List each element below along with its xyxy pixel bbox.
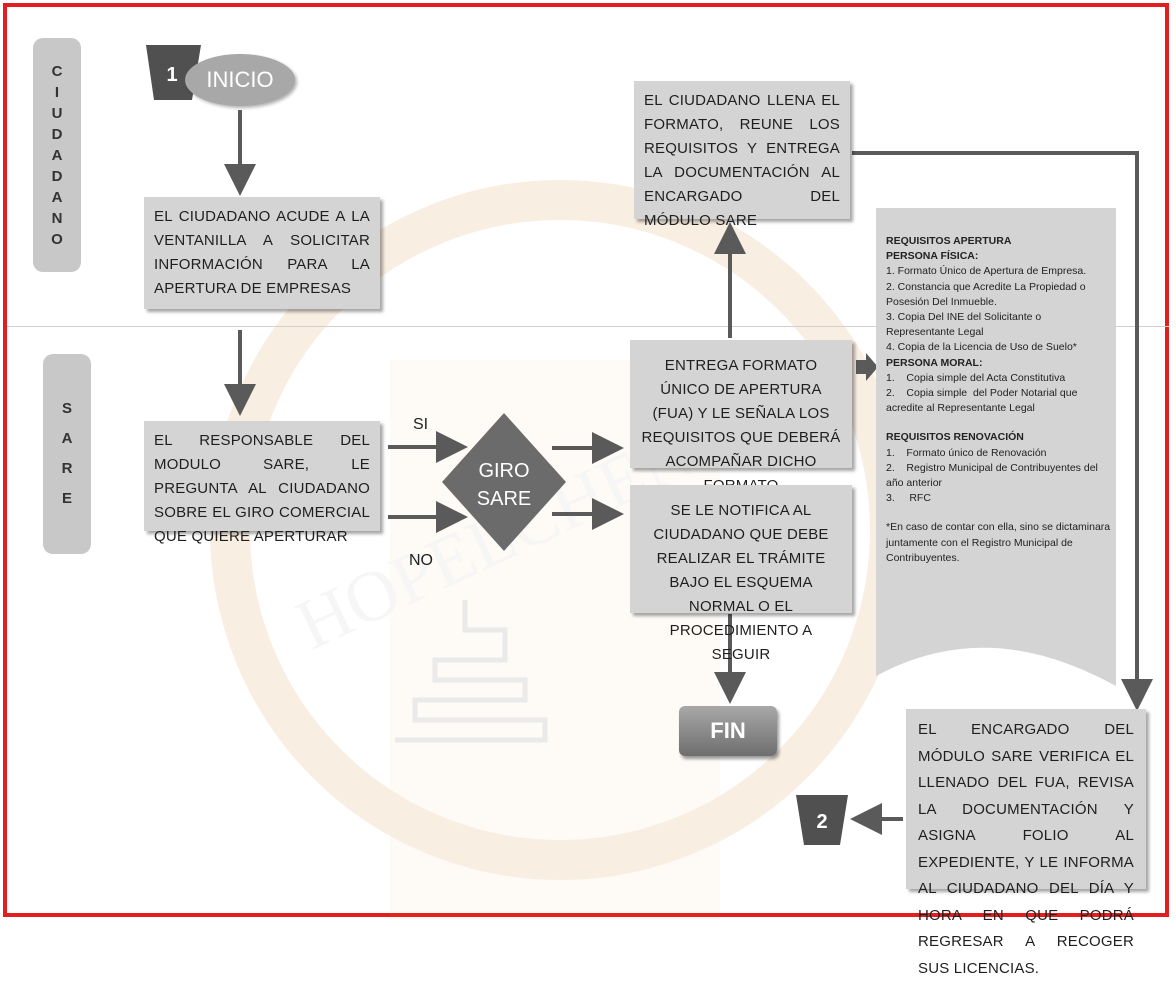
persona-moral-title: PERSONA MORAL:: [886, 356, 983, 369]
requisitos-note: *En caso de contar con ella, sino se dic…: [886, 521, 1111, 564]
arrow-to-verifica: [852, 151, 1153, 711]
box-entrega: ENTREGA FORMATO ÚNICO DE APERTURA (FUA) …: [630, 340, 852, 494]
box-responsable: EL RESPONSABLE DEL MODULO SARE, LE PREGU…: [144, 421, 380, 545]
persona-fisica-title: PERSONA FÍSICA:: [886, 250, 979, 263]
box-llena: EL CIUDADANO LLENA EL FORMATO, REUNE LOS…: [634, 81, 850, 229]
start-number: 1: [166, 64, 177, 86]
requisitos-apertura-title: REQUISITOS APERTURA: [886, 235, 1012, 247]
decision-line1: GIRO: [478, 460, 529, 482]
lane-letter: S: [61, 400, 72, 417]
renovacion-item: 2. Registro Municipal de Contribuyentes …: [886, 461, 1101, 490]
label-no: NO: [409, 552, 433, 569]
box-acude: EL CIUDADANO ACUDE A LA VENTANILLA A SOL…: [144, 197, 380, 309]
lane-letter: D: [51, 125, 63, 143]
requisitos-content: REQUISITOS APERTURA PERSONA FÍSICA: 1. F…: [886, 234, 1112, 566]
lane-letter: O: [51, 230, 63, 248]
lane-letter: A: [61, 430, 73, 447]
lane-letter: A: [51, 146, 63, 164]
fisica-item: 2. Constancia que Acredite La Propiedad …: [886, 280, 1086, 308]
fisica-item: 3. Copia Del INE del Solicitante o Repre…: [886, 311, 1042, 339]
lane-letter: R: [61, 460, 73, 477]
flow-arrows: SI NO: [224, 110, 1153, 835]
start-oval: INICIO: [185, 54, 295, 106]
box-notifica: SE LE NOTIFICA AL CIUDADANO QUE DEBE REA…: [630, 485, 852, 663]
arrow-to-requisitos: [856, 353, 878, 381]
moral-item: 2. Copia simple del Poder Notarial que a…: [886, 387, 1081, 415]
lane-letter: N: [51, 209, 63, 227]
label-si: SI: [413, 416, 428, 433]
end-fin: FIN: [679, 706, 777, 756]
decision-diamond: GIRO SARE: [442, 413, 566, 551]
moral-item: 1. Copia simple del Acta Constitutiva: [886, 371, 1066, 384]
requisitos-renovacion-title: REQUISITOS RENOVACIÓN: [886, 431, 1024, 444]
lane-letter: C: [51, 62, 63, 80]
requisitos-document: [876, 208, 1116, 686]
watermark-logo: HOPELCHEN: [210, 180, 910, 880]
lane-letter: E: [61, 490, 72, 507]
decision-line2: SARE: [477, 488, 531, 510]
fisica-item: 1. Formato Único de Apertura de Empresa.: [886, 265, 1087, 278]
next-connector-number: 2: [816, 811, 827, 833]
renovacion-item: 3. RFC: [886, 492, 931, 505]
diagram-frame: [3, 3, 1169, 917]
lane-letter: I: [54, 83, 60, 101]
box-verifica: EL ENCARGADO DEL MÓDULO SARE VERIFICA EL…: [906, 709, 1146, 977]
lane-divider: [7, 326, 1169, 327]
next-connector-2: 2: [796, 795, 848, 845]
lane-letter: A: [51, 188, 63, 206]
renovacion-item: 1. Formato único de Renovación: [886, 446, 1047, 459]
fisica-item: 4. Copia de la Licencia de Uso de Suelo*: [886, 341, 1077, 354]
lane-letter: D: [51, 167, 63, 185]
lane-letter: U: [51, 104, 63, 122]
